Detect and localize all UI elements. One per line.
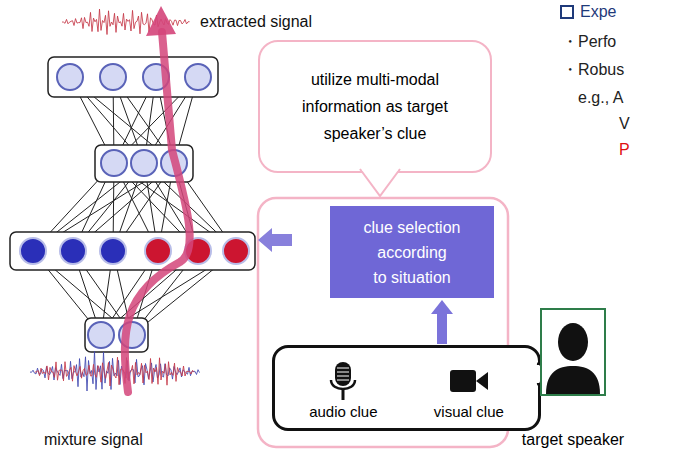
speaker-frame xyxy=(540,308,606,396)
mic-grille xyxy=(337,368,349,369)
neuron xyxy=(185,64,211,90)
layer-frame xyxy=(10,232,255,270)
mic-holder xyxy=(331,380,355,389)
bubble-tail-outline xyxy=(360,169,400,196)
mixture-waveform xyxy=(30,351,200,391)
neuron xyxy=(145,238,171,264)
clue-text: audio clue xyxy=(309,402,377,422)
bubble-text: utilize multi-modal information as targe… xyxy=(270,66,480,147)
neuron xyxy=(131,150,157,176)
layer-frame xyxy=(85,318,148,352)
neuron xyxy=(223,238,249,264)
camera-lens xyxy=(476,372,488,390)
flow-arrow xyxy=(431,300,453,344)
side-note-text: V xyxy=(619,115,630,133)
neuron xyxy=(100,64,126,90)
speaker-figure: target speaker xyxy=(516,308,630,450)
speech-bubble: utilize multi-modal information as targe… xyxy=(258,40,492,173)
signal-flow-arrow xyxy=(125,32,190,392)
clue-to-network-arrow xyxy=(258,228,292,252)
bullet-square xyxy=(561,6,573,18)
mic-head xyxy=(335,362,351,386)
side-note-text: P xyxy=(619,141,630,159)
neuron xyxy=(57,64,83,90)
speaker-head xyxy=(558,323,588,361)
side-note-text: Expe xyxy=(580,3,616,21)
neuron xyxy=(60,238,86,264)
speaker-label: target speaker xyxy=(522,430,624,450)
bubble-tail-gap xyxy=(362,168,398,171)
neuron xyxy=(101,150,127,176)
waveforms xyxy=(30,9,200,391)
neuron xyxy=(20,238,46,264)
clue-box: audio clue visual clue xyxy=(272,345,541,431)
side-note-text: e.g., A xyxy=(578,89,623,107)
bubble-tail xyxy=(358,168,402,198)
mixture-waveform xyxy=(35,357,194,386)
side-note-text: ・Perfo xyxy=(562,33,616,51)
side-note-text: ・Robus xyxy=(562,61,624,79)
signal-label: extracted signal xyxy=(200,13,312,31)
mic-grille xyxy=(337,372,349,373)
selection-box: clue selection according to situation xyxy=(330,206,494,298)
microphone-icon xyxy=(321,360,365,402)
arrow-shaft xyxy=(437,312,447,344)
arrowhead xyxy=(431,300,453,314)
speaker-shoulders xyxy=(546,366,600,394)
camera-body xyxy=(450,370,476,392)
clue-text: visual clue xyxy=(434,402,504,422)
mic-stand xyxy=(342,390,345,400)
clue-column: visual clue xyxy=(434,360,504,422)
mic-grille xyxy=(337,380,349,381)
bubble-tail-gap xyxy=(536,365,540,383)
neuron xyxy=(88,322,114,348)
neuron xyxy=(100,238,126,264)
clue-column: audio clue xyxy=(309,360,377,422)
layer-frame xyxy=(48,57,218,97)
signal-flow-arrowhead xyxy=(146,6,176,36)
camera-icon xyxy=(447,360,491,402)
speaker-silhouette xyxy=(542,310,604,394)
signal-label: mixture signal xyxy=(44,431,143,449)
selection-text: clue selection according to situation xyxy=(340,215,484,290)
mic-grille xyxy=(337,376,349,377)
